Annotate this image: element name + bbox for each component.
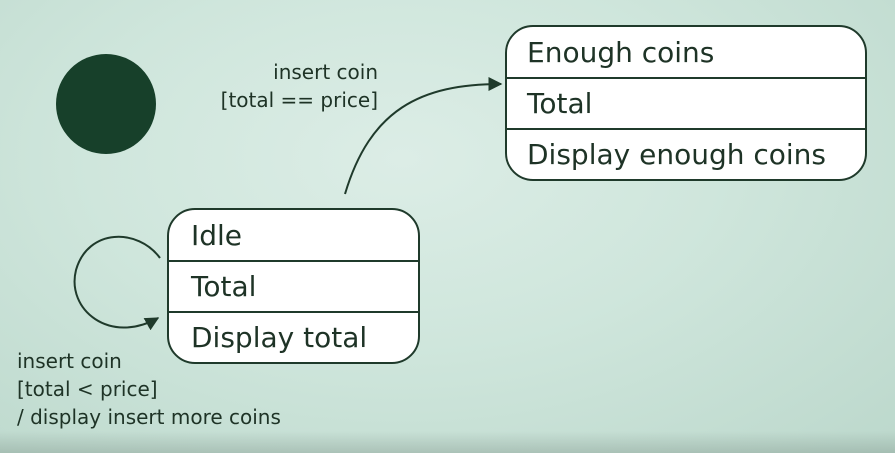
state-idle: Idle Total Display total <box>167 208 420 364</box>
state-enough-coins: Enough coins Total Display enough coins <box>505 25 867 181</box>
transition-event: insert coin <box>273 60 378 84</box>
transition-event: insert coin <box>17 349 122 373</box>
state-action: Display enough coins <box>507 128 865 179</box>
state-name: Idle <box>191 218 243 252</box>
state-variable: Total <box>169 260 418 311</box>
transition-arrow-idle-to-enough <box>344 77 503 195</box>
state-variable: Total <box>507 77 865 128</box>
transition-action: / display insert more coins <box>17 405 281 429</box>
transition-guard: [total == price] <box>220 88 378 112</box>
transition-guard: [total < price] <box>17 377 158 401</box>
transition-label-self-loop: insert coin [total < price] / display in… <box>17 347 281 431</box>
state-name: Enough coins <box>527 35 715 69</box>
initial-state-node <box>56 54 156 154</box>
transition-label-idle-to-enough: insert coin [total == price] <box>200 58 378 114</box>
bottom-shade <box>0 431 895 453</box>
transition-arrow-self-loop <box>73 235 161 331</box>
state-action: Display total <box>169 311 418 362</box>
